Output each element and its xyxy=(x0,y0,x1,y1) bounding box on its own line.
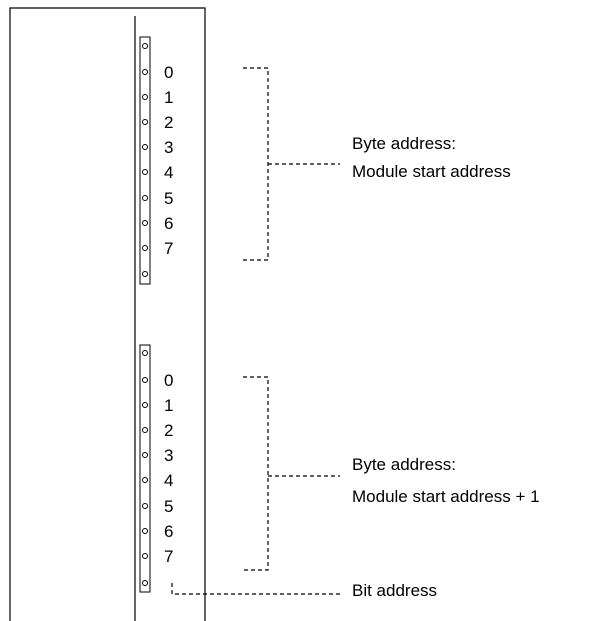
led-indicator xyxy=(142,377,148,383)
bit-label: 2 xyxy=(164,421,174,440)
bit-label: 2 xyxy=(164,113,174,132)
bit-label: 3 xyxy=(164,446,174,465)
byte-bracket-1 xyxy=(243,67,340,261)
led-indicator xyxy=(142,553,148,559)
led-indicator xyxy=(142,477,148,483)
byte-bracket-2 xyxy=(243,376,340,571)
led-group-2 xyxy=(142,350,148,586)
byte-address-label-1: Byte address: xyxy=(352,134,456,153)
led-indicator xyxy=(142,528,148,534)
bit-label: 7 xyxy=(164,547,174,566)
led-indicator xyxy=(142,427,148,433)
bit-label: 4 xyxy=(164,163,174,182)
bit-label: 1 xyxy=(164,396,174,415)
bit-label: 6 xyxy=(164,522,174,541)
led-indicator xyxy=(142,195,148,201)
led-indicator xyxy=(142,402,148,408)
bit-address-leader xyxy=(171,583,340,595)
module-address-label-1: Module start address xyxy=(352,162,511,181)
led-indicator xyxy=(142,580,148,586)
bit-label: 1 xyxy=(164,88,174,107)
bit-label: 5 xyxy=(164,189,174,208)
bit-label: 0 xyxy=(164,63,174,82)
led-indicator xyxy=(142,350,148,356)
led-strip-2 xyxy=(139,344,151,593)
bit-label: 7 xyxy=(164,239,174,258)
led-strip-1 xyxy=(139,36,151,285)
led-indicator xyxy=(142,144,148,150)
led-indicator xyxy=(142,503,148,509)
led-group-1 xyxy=(142,43,148,277)
module-housing-outline xyxy=(9,7,206,621)
led-indicator xyxy=(142,220,148,226)
led-indicator xyxy=(142,119,148,125)
led-indicator xyxy=(142,94,148,100)
led-indicator xyxy=(142,271,148,277)
led-indicator xyxy=(142,69,148,75)
bit-label: 0 xyxy=(164,371,174,390)
led-indicator xyxy=(142,452,148,458)
led-indicator xyxy=(142,43,148,49)
bit-label: 3 xyxy=(164,138,174,157)
bit-label: 4 xyxy=(164,471,174,490)
byte-address-label-2: Byte address: xyxy=(352,455,456,474)
bit-label: 5 xyxy=(164,497,174,516)
led-indicator xyxy=(142,169,148,175)
led-indicator xyxy=(142,245,148,251)
module-address-label-2: Module start address + 1 xyxy=(352,487,540,506)
bit-label: 6 xyxy=(164,214,174,233)
bit-address-label: Bit address xyxy=(352,581,438,600)
